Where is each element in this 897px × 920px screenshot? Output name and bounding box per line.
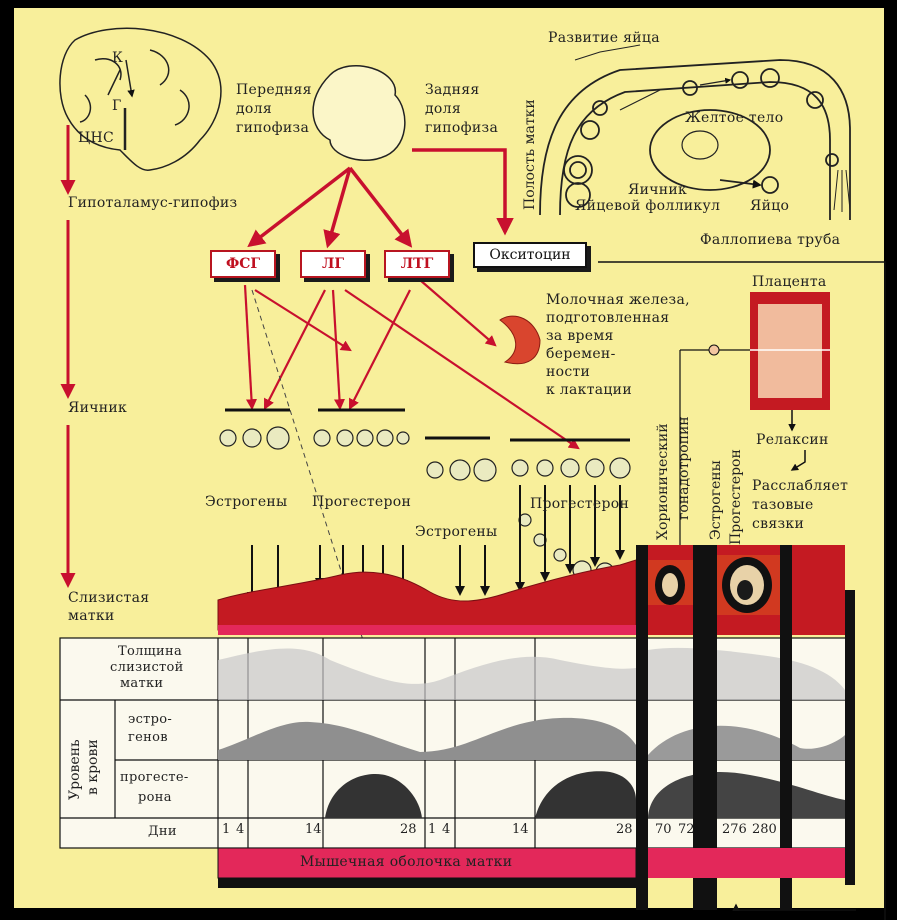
label-posterior-1: Задняя xyxy=(425,82,480,99)
label-ovary: Яичник xyxy=(68,400,127,417)
day-280: 280 xyxy=(752,822,777,837)
day-4a: 4 xyxy=(236,822,244,837)
label-relaxin: Релаксин xyxy=(756,432,829,449)
label-muscle-layer: Мышечная оболочка матки xyxy=(300,854,512,871)
label-relaxes-1: Расслабляет xyxy=(752,478,848,495)
row-estrogen-1: эстро- xyxy=(128,712,172,727)
row-thickness-1: Толщина xyxy=(118,644,182,659)
fsh-box: ФСГ xyxy=(210,250,276,278)
day-1a: 1 xyxy=(222,822,230,837)
day-14a: 14 xyxy=(305,822,322,837)
label-progesterone-vert: Прогестерон xyxy=(728,449,744,545)
row-progesterone-2: рона xyxy=(138,790,172,805)
label-corpus-luteum: Желтое тело xyxy=(685,110,783,127)
label-posterior-2: доля xyxy=(425,101,461,118)
label-fallopian-tube: Фаллопиева труба xyxy=(700,232,840,249)
label-uterine-cavity: Полость матки xyxy=(522,99,538,210)
day-1b: 1 xyxy=(428,822,436,837)
label-mammary-3: за время xyxy=(546,328,614,345)
row-thickness-3: матки xyxy=(120,676,163,691)
pituitary-arrows xyxy=(250,150,505,245)
label-k: К xyxy=(112,50,123,67)
label-egg: Яйцо xyxy=(750,198,789,215)
label-ovary-small: Яичник xyxy=(628,182,687,199)
brain-icon xyxy=(60,28,221,170)
row-progesterone-1: прогесте- xyxy=(120,770,189,785)
label-anterior-2: доля xyxy=(236,101,272,118)
label-cns: ЦНС xyxy=(78,130,114,147)
day-4b: 4 xyxy=(442,822,450,837)
label-anterior-3: гипофиза xyxy=(236,120,309,137)
label-progesterone-2: Прогестерон xyxy=(530,496,629,513)
row-blood-2: в крови xyxy=(86,739,101,795)
label-relaxes-2: тазовые xyxy=(752,497,814,514)
day-28b: 28 xyxy=(616,822,633,837)
row-blood-1: Уровень xyxy=(68,739,83,800)
label-egg-development: Развитие яйца xyxy=(548,30,660,47)
day-72: 72 xyxy=(678,822,695,837)
row-thickness-2: слизистой xyxy=(110,660,184,675)
label-g: Г xyxy=(112,98,122,115)
egg-development-illustration xyxy=(540,45,850,220)
oxytocin-box: Окситоцин xyxy=(473,242,587,268)
label-mammary-2: подготовленная xyxy=(546,310,669,327)
label-mucosa-1: Слизистая xyxy=(68,590,149,607)
label-hcg-1: Хорионический xyxy=(655,423,671,540)
label-relaxes-3: связки xyxy=(752,516,804,533)
label-progesterone-1: Прогестерон xyxy=(312,494,411,511)
label-hcg-2: гонадотропин xyxy=(676,416,692,520)
label-mammary-1: Молочная железа, xyxy=(546,292,690,309)
label-mucosa-2: матки xyxy=(68,608,115,625)
label-placenta: Плацента xyxy=(752,274,827,291)
day-28a: 28 xyxy=(400,822,417,837)
lh-box: ЛГ xyxy=(300,250,366,278)
label-mammary-4: беремен- xyxy=(546,346,616,363)
day-14b: 14 xyxy=(512,822,529,837)
ltg-box: ЛТГ xyxy=(384,250,450,278)
day-70: 70 xyxy=(655,822,672,837)
label-posterior-3: гипофиза xyxy=(425,120,498,137)
day-276: 276 xyxy=(722,822,747,837)
mammary-gland-icon xyxy=(500,316,540,364)
label-estrogens-2: Эстрогены xyxy=(415,524,497,541)
label-hypothalamus: Гипоталамус-гипофиз xyxy=(68,195,237,212)
pituitary-outline xyxy=(313,66,405,161)
label-estrogens-vert: Эстрогены xyxy=(708,460,724,540)
label-estrogens-1: Эстрогены xyxy=(205,494,287,511)
row-estrogen-2: генов xyxy=(128,730,168,745)
label-follicle: Яйцевой фолликул xyxy=(575,198,720,215)
hormone-arrows xyxy=(245,280,578,448)
label-anterior-1: Передняя xyxy=(236,82,312,99)
label-mammary-5: ности xyxy=(546,364,590,381)
row-days-label: Дни xyxy=(148,824,177,839)
label-mammary-6: к лактации xyxy=(546,382,632,399)
